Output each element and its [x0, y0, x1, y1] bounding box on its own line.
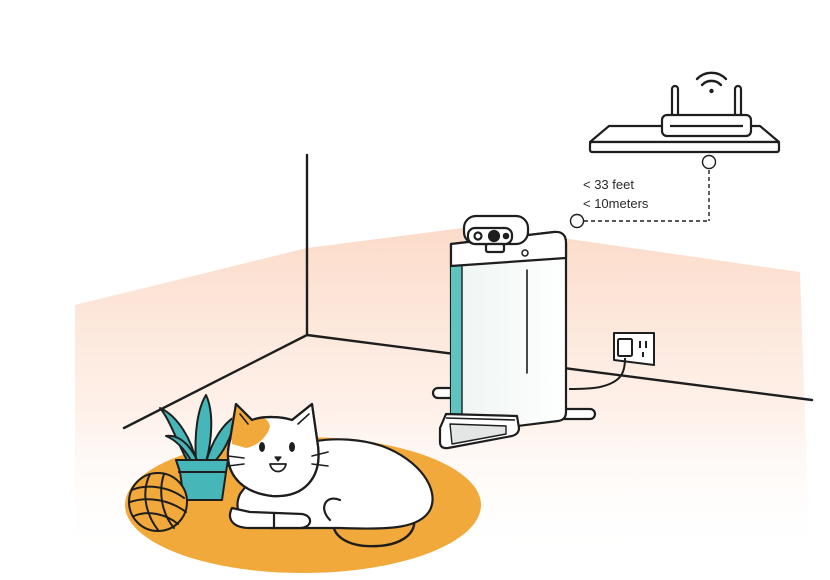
power-outlet-icon	[568, 332, 655, 390]
cat-icon	[226, 402, 434, 548]
distance-feet-label: < 33 feet	[583, 177, 634, 192]
wifi-icon	[695, 71, 728, 94]
distance-connector	[569, 154, 717, 229]
yarn-ball-icon	[128, 472, 188, 532]
router-icon	[588, 84, 781, 154]
distance-meters-label: < 10meters	[583, 196, 649, 211]
pet-feeder-icon	[431, 214, 597, 450]
